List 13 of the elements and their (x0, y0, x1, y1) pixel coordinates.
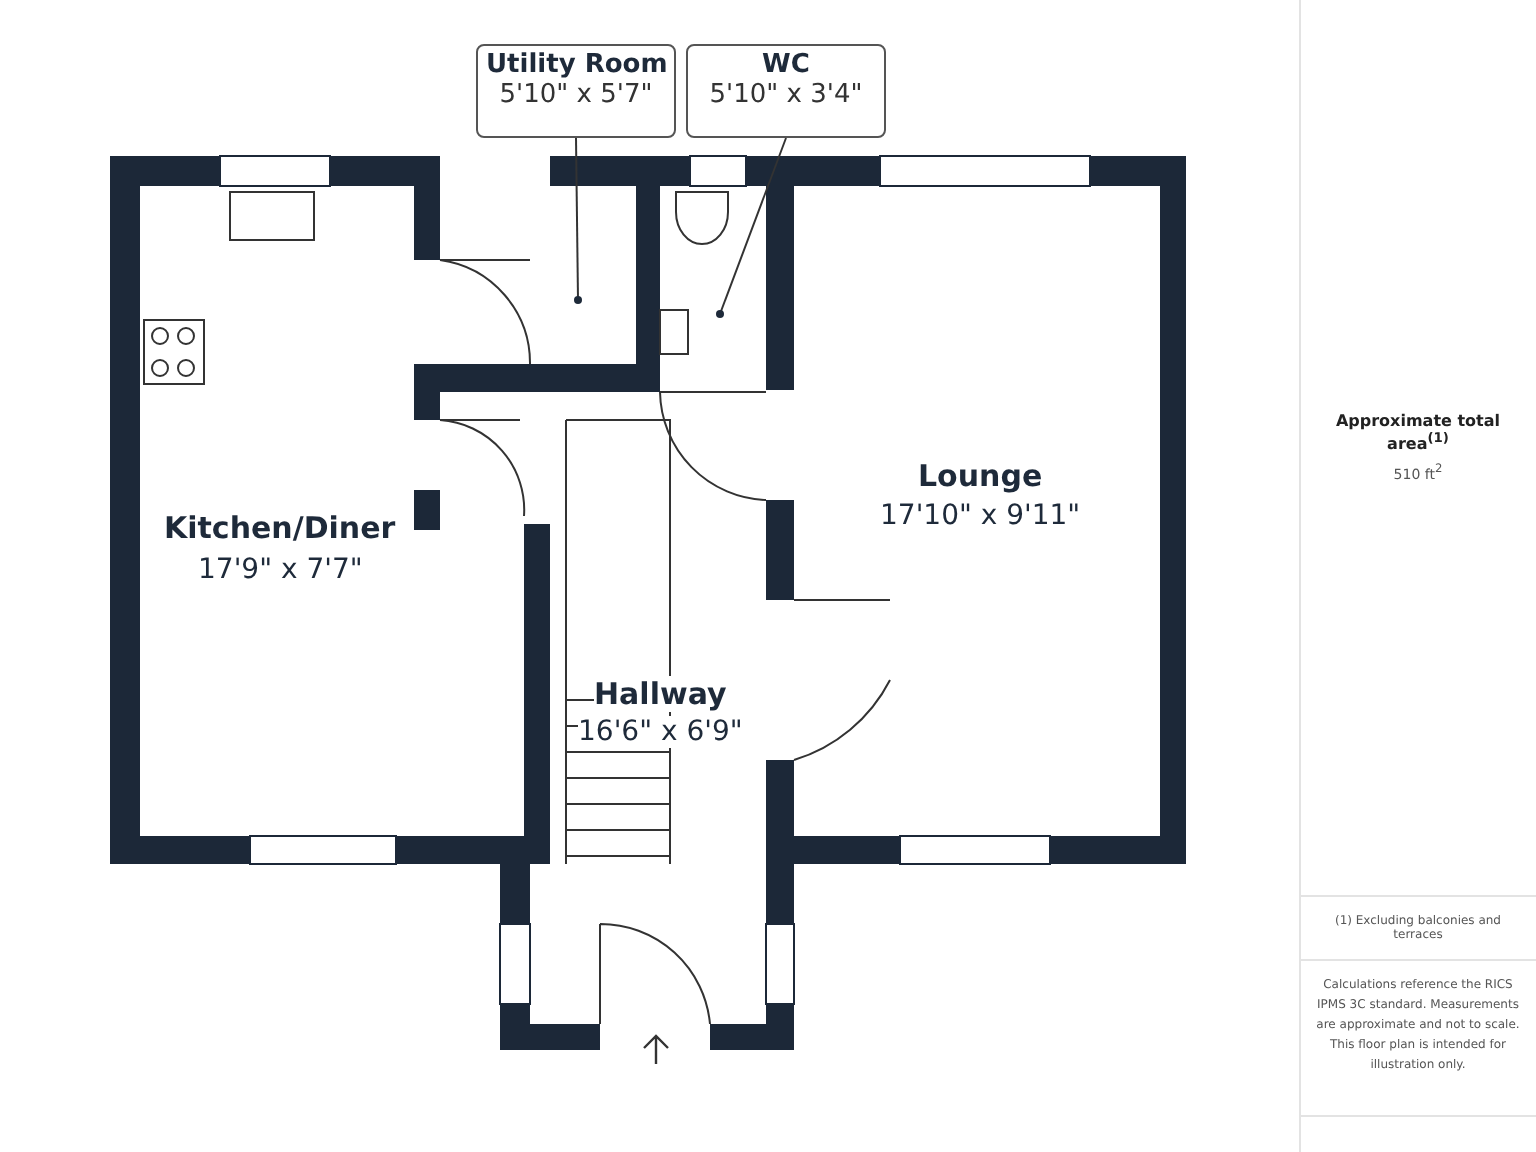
room-callout (476, 44, 676, 138)
leader-line (716, 137, 787, 318)
room-callout (686, 44, 886, 138)
room-dimensions: 5'10" x 3'4" (707, 80, 865, 110)
room-dimensions: 16'6" x 6'9" (578, 716, 743, 748)
leader-line (574, 137, 582, 304)
room-dimensions: 5'10" x 5'7" (497, 80, 655, 110)
room-name: WC (760, 50, 812, 80)
room-name: Lounge (918, 458, 1043, 494)
room-name: Hallway (594, 676, 727, 712)
area-heading: Approximate total area$^{(1)}$ (1333, 412, 1503, 454)
room-name: Kitchen/Diner (164, 510, 396, 546)
room-name: Utility Room (486, 50, 666, 80)
